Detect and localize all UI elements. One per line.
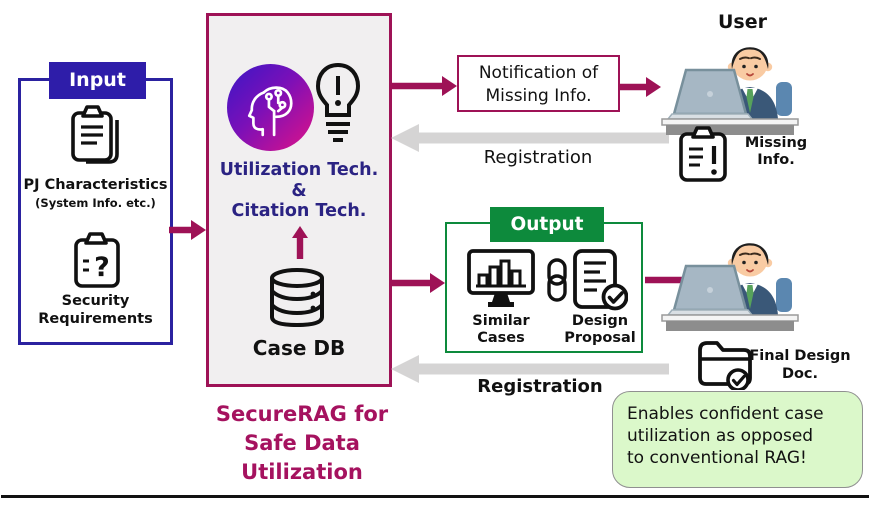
lightbulb-alert-icon (315, 62, 361, 142)
callout-bubble: Enables confident case utilization as op… (612, 391, 863, 488)
arrow-db-to-tech (292, 226, 308, 259)
pj-characteristics-label: PJ Characteristics (23, 177, 168, 193)
securerag-caption: SecureRAG for Safe Data Utilization (215, 402, 389, 484)
pj-characteristics-subtitle: (System Info. etc.) (35, 196, 156, 210)
database-icon (270, 268, 324, 328)
security-requirements-label: Security Requirements (38, 293, 153, 328)
person-laptop-illustration-top (660, 26, 800, 136)
registration-bottom-label: Registration (477, 376, 603, 397)
arrow-input-to-core (169, 220, 206, 240)
person-laptop-illustration-bottom (660, 222, 800, 332)
document-check-icon (573, 249, 628, 311)
registration-top-label: Registration (483, 147, 593, 168)
missing-info-label: Missing Info. (744, 135, 808, 169)
ai-head-icon (227, 64, 314, 151)
clipboard-list-icon (71, 105, 119, 164)
svg-text:?: ? (94, 252, 110, 283)
arrow-registration-bottom (391, 355, 669, 383)
arrow-core-to-notification (391, 76, 457, 96)
output-header: Output (490, 207, 604, 242)
user-label: User (718, 11, 767, 33)
arrow-notification-to-user (620, 77, 661, 97)
notification-box: Notification of Missing Info. (457, 55, 620, 112)
arrow-core-to-output (391, 273, 445, 293)
design-proposal-label: Design Proposal (564, 313, 636, 347)
folder-check-icon (698, 341, 752, 390)
input-header: Input (49, 62, 146, 99)
bottom-divider (1, 495, 869, 498)
clipboard-question-icon: ? (74, 232, 120, 288)
arrow-registration-top (391, 124, 669, 152)
link-icon (547, 258, 567, 302)
case-db-label: Case DB (252, 336, 346, 360)
tech-label: Utilization Tech. & Citation Tech. (219, 160, 379, 222)
bar-chart-monitor-icon (467, 249, 535, 307)
similar-cases-label: Similar Cases (472, 313, 530, 347)
clipboard-alert-icon (679, 126, 727, 182)
final-design-doc-label: Final Design Doc. (749, 348, 851, 383)
